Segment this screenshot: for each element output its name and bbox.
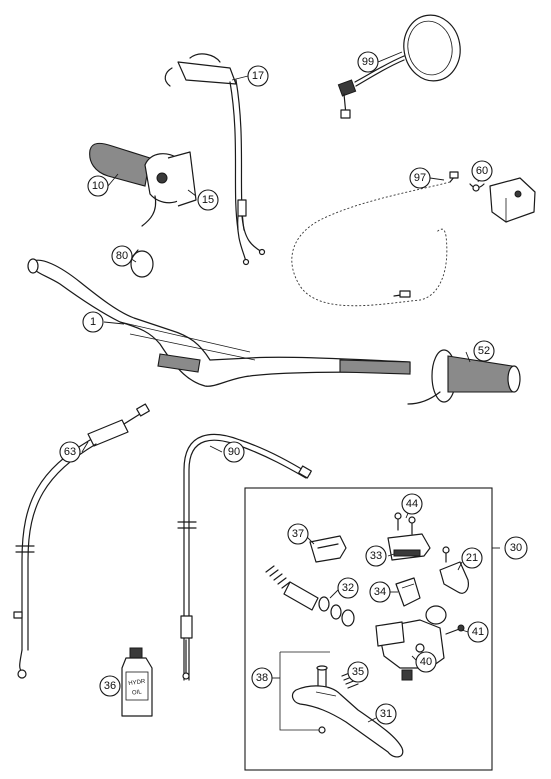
callout-15: 15: [197, 189, 219, 211]
left-grip: [407, 349, 521, 405]
svg-text:31: 31: [380, 708, 392, 720]
clamp-ring: [130, 249, 154, 278]
svg-text:10: 10: [92, 180, 104, 192]
throttle-grip-assembly: [89, 142, 197, 227]
callout-31: 31: [375, 703, 397, 725]
svg-text:40: 40: [420, 656, 432, 668]
svg-text:32: 32: [342, 582, 354, 594]
callout-37: 37: [287, 523, 309, 545]
callout-40: 40: [415, 651, 437, 673]
callout-80: 80: [111, 245, 133, 267]
svg-text:36: 36: [104, 680, 116, 692]
piston-spring-kit: [265, 565, 355, 627]
callout-97: 97: [409, 167, 431, 189]
svg-text:30: 30: [510, 542, 522, 554]
callout-1: 1: [82, 311, 104, 333]
bottle-label-line1: HYDR: [128, 679, 146, 687]
hydraulic-oil-bottle: [121, 647, 153, 717]
clamp-bracket: [387, 533, 431, 561]
handlebar-switch: [469, 177, 536, 223]
svg-text:80: 80: [116, 250, 128, 262]
callout-34: 34: [369, 581, 391, 603]
svg-text:90: 90: [228, 446, 240, 458]
svg-text:17: 17: [252, 70, 264, 82]
clutch-master-cylinder-group-box: [244, 487, 493, 771]
handlebar: [27, 258, 411, 387]
svg-text:1: 1: [90, 316, 96, 328]
callout-44: 44: [401, 493, 423, 515]
svg-text:97: 97: [414, 172, 426, 184]
svg-text:37: 37: [292, 528, 304, 540]
reservoir-bracket: [309, 535, 347, 563]
svg-text:41: 41: [472, 626, 484, 638]
mirror: [337, 14, 461, 119]
master-cylinder-body: [375, 605, 447, 681]
callout-32: 32: [337, 577, 359, 599]
throttle-cables: [164, 53, 266, 266]
kill-switch-cable: [291, 171, 459, 307]
callout-17: 17: [247, 65, 269, 87]
svg-text:63: 63: [64, 446, 76, 458]
svg-text:60: 60: [476, 165, 488, 177]
callout-30: 30: [504, 536, 528, 560]
clutch-lever: [291, 685, 404, 758]
callout-41: 41: [467, 621, 489, 643]
return-spring: [341, 671, 359, 689]
callout-38: 38: [251, 667, 273, 689]
callout-21: 21: [461, 547, 483, 569]
svg-text:21: 21: [466, 552, 478, 564]
callout-90: 90: [223, 441, 245, 463]
callout-63: 63: [59, 441, 81, 463]
callout-99: 99: [357, 51, 379, 73]
callout-33: 33: [365, 545, 387, 567]
adjuster-cover: [439, 546, 469, 594]
svg-text:44: 44: [406, 498, 418, 510]
clutch-hose: [13, 403, 150, 679]
callout-52: 52: [473, 340, 495, 362]
svg-text:35: 35: [352, 666, 364, 678]
callout-35: 35: [347, 661, 369, 683]
callout-10: 10: [87, 175, 109, 197]
adjuster-screw: [445, 624, 465, 635]
callout-60: 60: [471, 160, 493, 182]
svg-text:52: 52: [478, 345, 490, 357]
svg-text:15: 15: [202, 194, 214, 206]
svg-text:99: 99: [362, 56, 374, 68]
callout-36: 36: [99, 675, 121, 697]
svg-text:38: 38: [256, 672, 268, 684]
bracket: [395, 577, 421, 607]
bottle-label-line2: OIL: [132, 689, 143, 696]
svg-text:34: 34: [374, 586, 386, 598]
screws: [394, 512, 416, 535]
svg-text:33: 33: [370, 550, 382, 562]
